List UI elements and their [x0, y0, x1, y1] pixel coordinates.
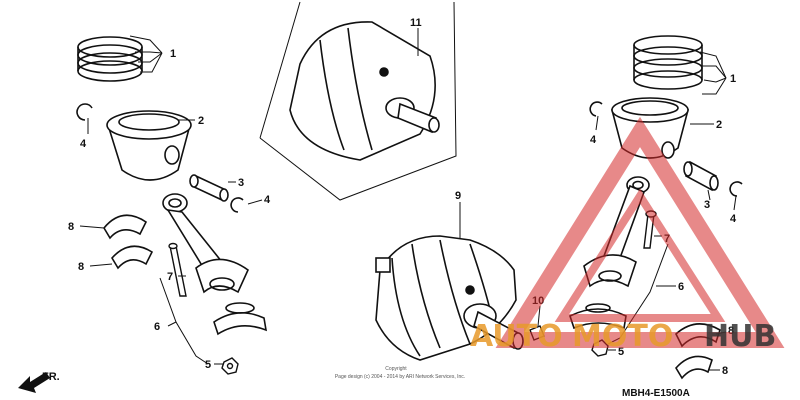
leader-4-right-upper: [595, 115, 599, 131]
piston-pin-right[interactable]: [683, 160, 719, 192]
callout-5-right: 5: [618, 346, 624, 358]
callout-5-left: 5: [205, 359, 211, 371]
callout-9: 9: [455, 190, 461, 202]
copyright-line-1: Copyright: [385, 366, 407, 372]
watermark-text-moto: MOTO: [572, 319, 673, 354]
watermark-logo: [495, 116, 785, 348]
circlip-left-upper[interactable]: [76, 103, 93, 121]
watermark-triangle-outer: [495, 116, 785, 348]
piston-left[interactable]: [106, 110, 192, 181]
copyright-line-2: Page design (c) 2004 - 2014 by ARI Netwo…: [335, 374, 465, 380]
rod-bolt-left[interactable]: [168, 242, 187, 297]
callout-4-right-lower: 4: [730, 213, 737, 225]
callout-3-left: 3: [238, 177, 244, 189]
leader-lines-1-right: [699, 51, 727, 95]
piston-rings-left[interactable]: [77, 36, 143, 82]
watermark-text-hub: HUB: [704, 319, 776, 354]
circlip-left-lower[interactable]: [230, 197, 244, 213]
leader-8-left-lower: [89, 263, 113, 267]
leader-4-right-lower: [733, 195, 737, 211]
bearing-left-lower[interactable]: [111, 245, 154, 270]
watermark-text-auto: AUTO: [470, 319, 563, 354]
callout-4-left-lower: 4: [264, 194, 271, 206]
callout-6-left: 6: [154, 321, 160, 333]
callout-2-right: 2: [716, 119, 722, 131]
watermark-text: AUTO MOTO HUB: [470, 319, 776, 354]
connecting-rod-left[interactable]: [162, 193, 250, 294]
callout-11: 11: [410, 17, 422, 29]
leader-4-left-lower: [247, 199, 263, 205]
piston-rings-right[interactable]: [633, 35, 703, 90]
piston-pin-left[interactable]: [189, 174, 229, 202]
circlip-right-upper[interactable]: [589, 101, 603, 117]
leader-8-left-upper: [79, 225, 105, 229]
leader-6-left: [159, 277, 209, 365]
front-direction-arrow-icon: [18, 372, 50, 393]
callout-4-right-upper: 4: [590, 134, 597, 146]
callout-8-right-lower: 8: [722, 365, 728, 377]
rod-cap-left[interactable]: [213, 302, 268, 336]
leader-3-right: [707, 189, 711, 201]
callout-4-left-upper: 4: [80, 138, 87, 150]
callout-3-right: 3: [704, 199, 710, 211]
callout-2-left: 2: [198, 115, 204, 127]
leader-10: [537, 305, 541, 327]
callout-6-right: 6: [678, 281, 684, 293]
callout-7-left: 7: [167, 271, 173, 283]
crankshaft-assembly-inset[interactable]: [289, 21, 440, 161]
watermark-triangle-inner: [554, 188, 726, 322]
callout-8-left-upper: 8: [68, 221, 74, 233]
leader-lines-1-left: [129, 35, 163, 73]
rod-nut-left[interactable]: [221, 357, 239, 375]
callout-1-right: 1: [730, 73, 736, 85]
front-marker-label: FR.: [42, 371, 60, 383]
circlip-right-lower[interactable]: [729, 181, 743, 197]
callout-8-right-upper: 8: [728, 325, 734, 337]
callout-8-left-lower: 8: [78, 261, 84, 273]
bearing-left-upper[interactable]: [103, 214, 148, 240]
diagram-code: MBH4-E1500A: [622, 388, 690, 399]
bearing-right-lower[interactable]: [675, 355, 713, 380]
callout-1-left: 1: [170, 48, 176, 60]
inset-frame: [259, 1, 457, 201]
